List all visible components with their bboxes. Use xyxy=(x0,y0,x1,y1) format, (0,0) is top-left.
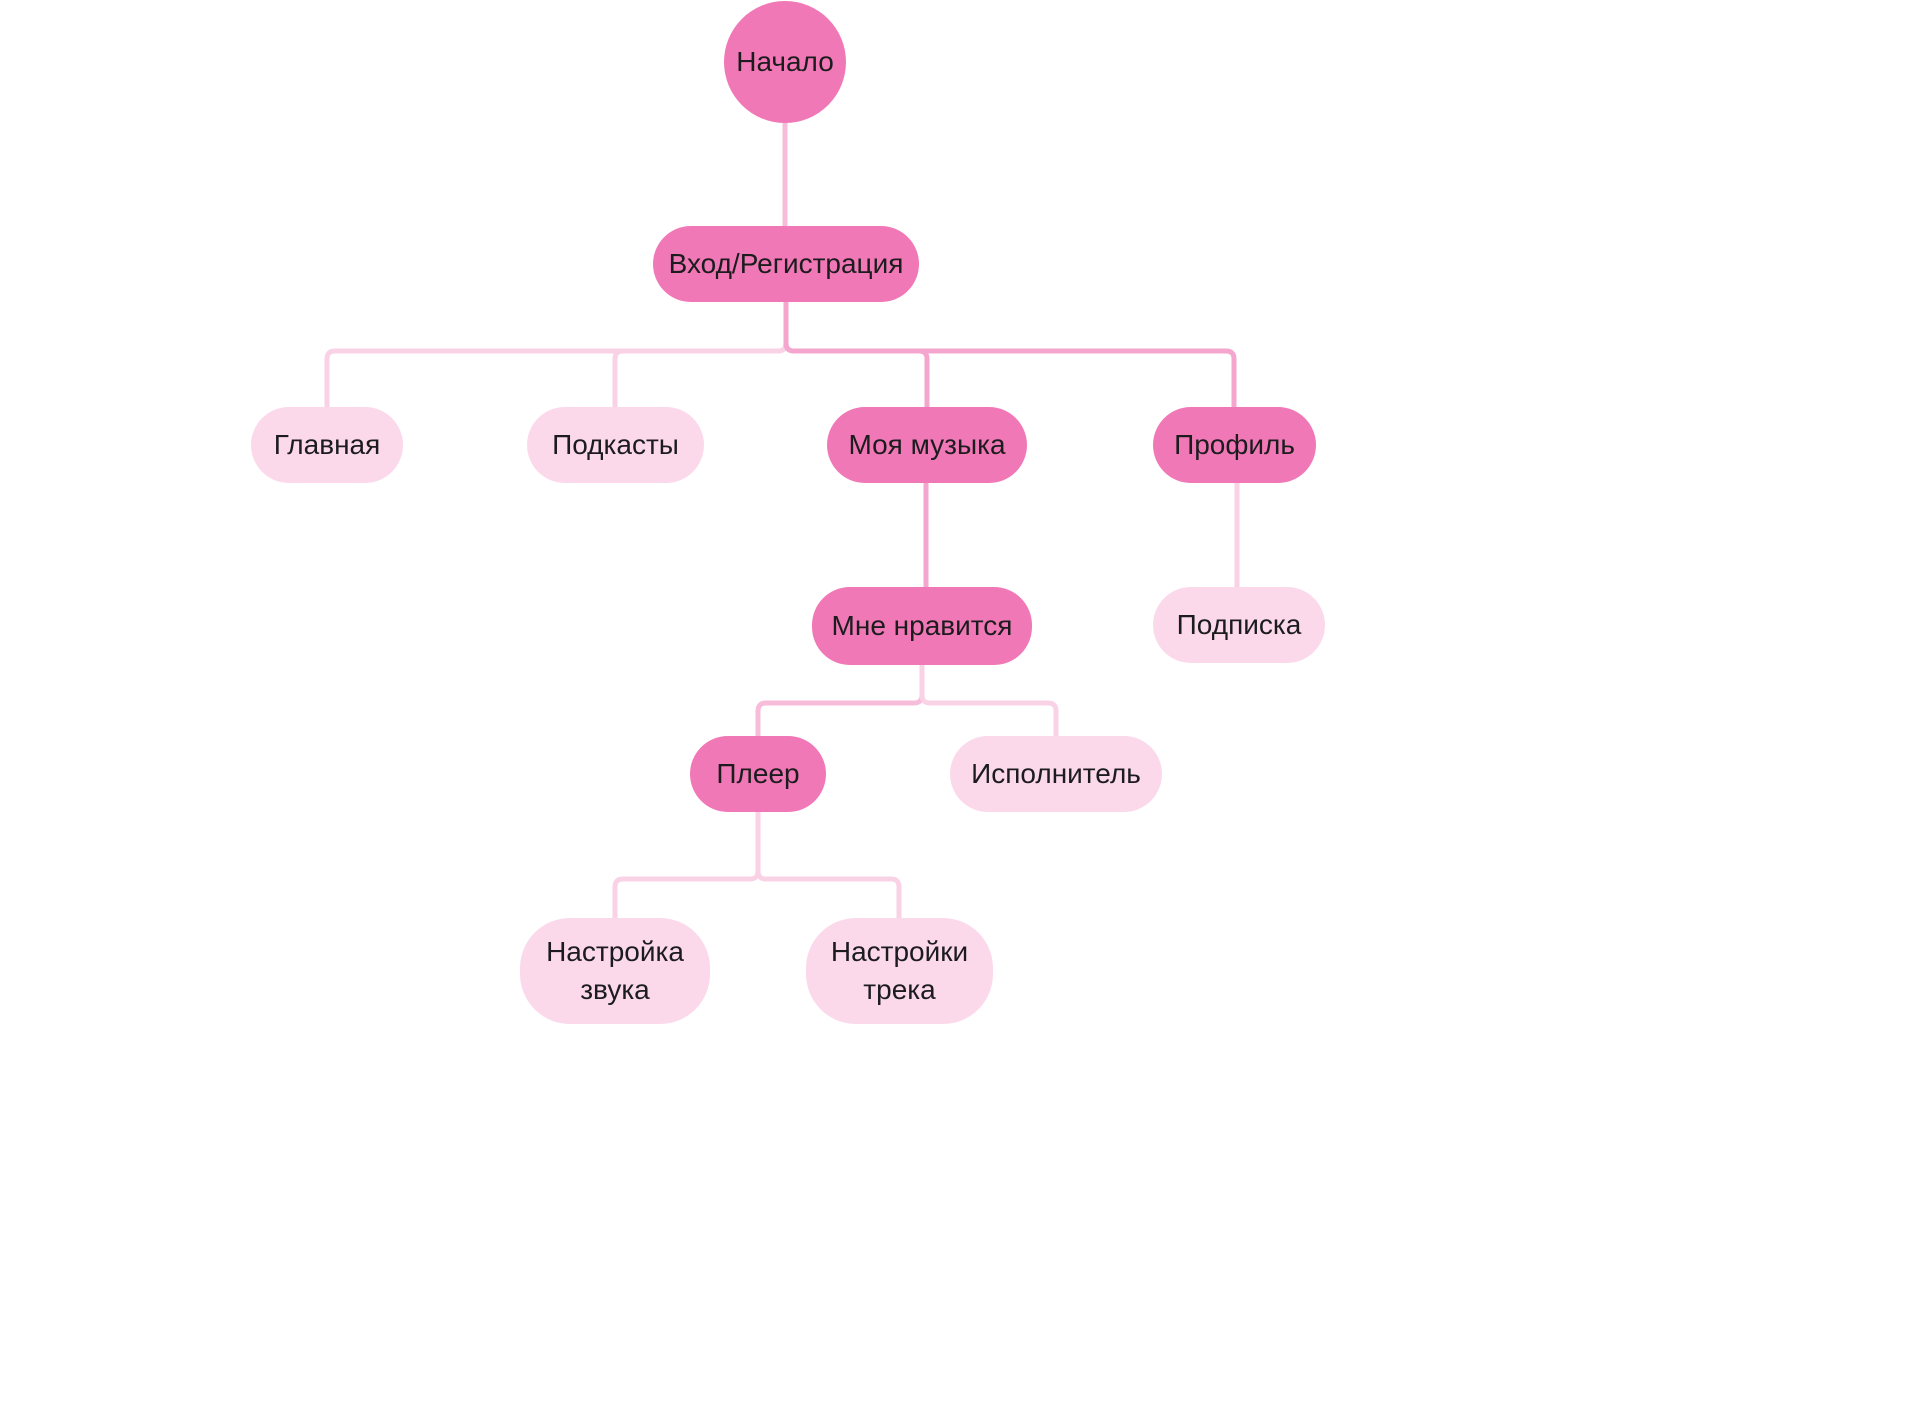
connector-login-mymusic xyxy=(783,302,930,407)
node-liked: Мне нравится xyxy=(812,587,1032,665)
node-profile-label: Профиль xyxy=(1174,429,1295,461)
node-player: Плеер xyxy=(690,736,826,812)
connector-player-sound xyxy=(612,812,761,918)
node-artist: Исполнитель xyxy=(950,736,1162,812)
connector-likes-player xyxy=(755,665,925,736)
node-subscription: Подписка xyxy=(1153,587,1325,663)
connector-likes-artist xyxy=(919,665,1059,736)
node-my-music-label: Моя музыка xyxy=(848,429,1006,461)
node-liked-label: Мне нравится xyxy=(831,610,1013,642)
node-subscription-label: Подписка xyxy=(1176,609,1302,641)
node-login-registration-label: Вход/Регистрация xyxy=(668,248,904,280)
node-sound-settings-label: Настройка звука xyxy=(546,936,684,1005)
node-track-settings-label: Настройки трека xyxy=(830,936,969,1005)
node-track-settings: Настройки трека xyxy=(806,918,993,1024)
connector-login-podcasts xyxy=(612,302,789,407)
connector-player-track xyxy=(755,812,902,918)
node-podcasts-label: Подкасты xyxy=(552,429,679,461)
node-home: Главная xyxy=(251,407,403,483)
node-artist-label: Исполнитель xyxy=(971,758,1141,790)
node-login-registration: Вход/Регистрация xyxy=(653,226,919,302)
node-start-label: Начало xyxy=(736,46,834,78)
connector-login-home xyxy=(324,302,789,407)
node-player-label: Плеер xyxy=(716,758,800,790)
connector-login-profile xyxy=(783,302,1237,407)
node-start: Начало xyxy=(724,1,846,123)
node-my-music: Моя музыка xyxy=(827,407,1027,483)
node-podcasts: Подкасты xyxy=(527,407,704,483)
node-home-label: Главная xyxy=(273,429,381,461)
node-sound-settings: Настройка звука xyxy=(520,918,710,1024)
node-profile: Профиль xyxy=(1153,407,1316,483)
